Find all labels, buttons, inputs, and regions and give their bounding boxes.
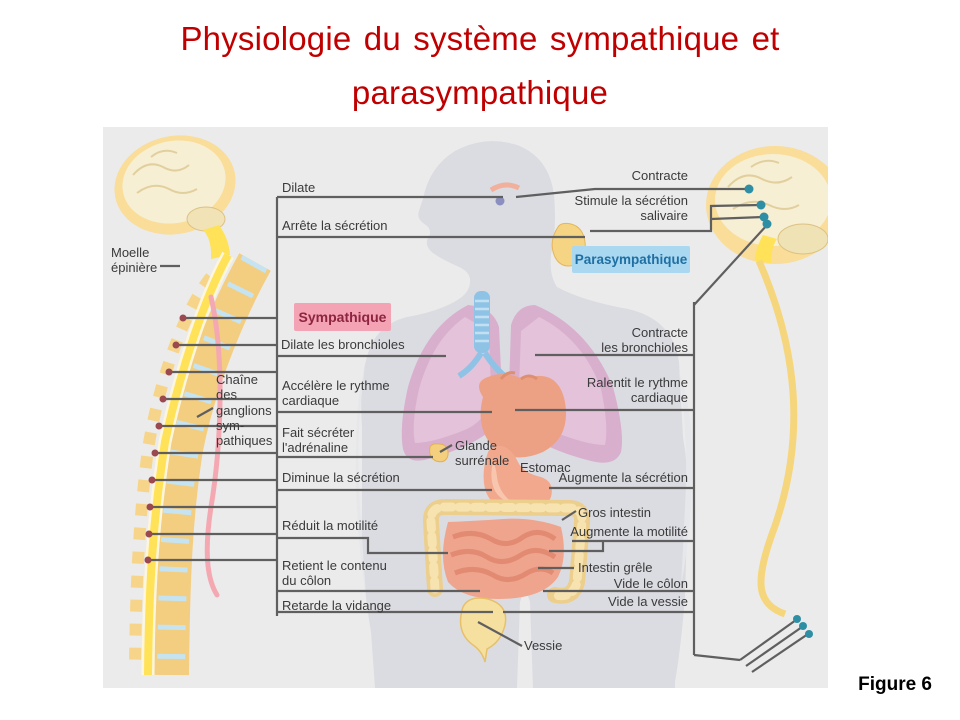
eyebrow: [489, 182, 521, 193]
label-augmente-secretion: Augmente la sécrétion: [558, 470, 688, 485]
sympathique-badge: Sympathique: [294, 303, 391, 331]
label-stimule-secretion: Stimule la sécrétion salivaire: [574, 193, 688, 224]
organs: [401, 182, 622, 663]
label-reduit-motilite: Réduit la motilité: [282, 518, 379, 533]
figure-panel: Dilate Arrête la sécrétion Sympathique D…: [103, 127, 828, 688]
parasympathique-badge: Parasympathique: [572, 246, 690, 273]
label-dilate-bronchioles: Dilate les bronchioles: [281, 337, 405, 352]
label-contracte-bronchioles: Contracte les bronchioles: [601, 325, 688, 356]
label-vide-colon: Vide le côlon: [613, 576, 688, 591]
slide-title-line2: parasympathique: [351, 74, 609, 111]
label-augmente-motilite: Augmente la motilité: [570, 524, 688, 539]
slide-title-line1: Physiologie du système sympathique et: [180, 20, 780, 57]
small-intestine: [443, 518, 564, 599]
connector-lines: [148, 187, 809, 673]
bladder: [459, 597, 507, 663]
label-ralentit-rythme: Ralentit le rythme cardiaque: [586, 375, 688, 406]
label-vessie: Vessie: [524, 638, 563, 653]
label-vide-vessie: Vide la vessie: [608, 594, 688, 609]
right-brain-nerve: [706, 146, 828, 618]
label-arrete-secretion: Arrête la sécrétion: [282, 218, 388, 233]
parasympathetic-terminal-dots: [744, 184, 813, 638]
figure-caption: Figure 6: [858, 674, 932, 695]
label-glande-surrenale: Glande surrénale: [455, 438, 510, 469]
label-dilate: Dilate: [282, 180, 316, 195]
label-retarde-vidange: Retarde la vidange: [282, 598, 392, 613]
left-brain-spinal-cord: [114, 135, 271, 676]
label-accelere-rythme: Accélère le rythme cardiaque: [282, 378, 390, 409]
label-contracte: Contracte: [631, 168, 688, 183]
label-diminue-secretion: Diminue la sécrétion: [282, 470, 400, 485]
label-moelle-epiniere: Moelle épinière: [111, 245, 158, 276]
label-retient-contenu: Retient le contenu du côlon: [282, 558, 387, 589]
label-estomac: Estomac: [520, 460, 571, 475]
adrenal-gland: [429, 443, 449, 463]
eye: [495, 196, 505, 206]
trachea: [474, 291, 490, 353]
label-gros-intestin: Gros intestin: [578, 505, 651, 520]
heart: [479, 373, 567, 458]
ganglion-dots: [144, 314, 187, 564]
label-fait-secreter: Fait sécréter l'adrénaline: [282, 425, 355, 456]
label-chaine-ganglions: Chaîne des ganglions sym- pathiques: [216, 372, 273, 449]
anatomy-illustration: [114, 135, 828, 688]
label-intestin-grele: Intestin grêle: [578, 560, 653, 575]
